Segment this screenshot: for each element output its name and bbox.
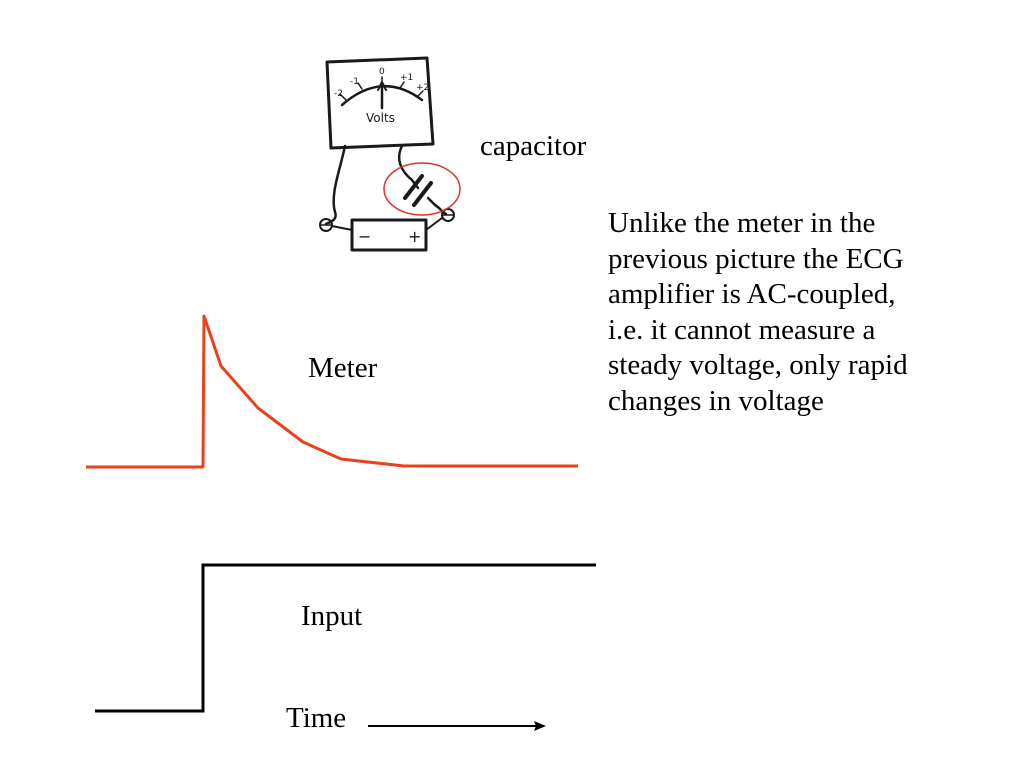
svg-text:+2: +2 — [416, 83, 429, 93]
battery-plus: + — [408, 227, 421, 246]
capacitor-highlight-circle — [383, 162, 461, 216]
description-text: Unlike the meter in the previous picture… — [608, 206, 1018, 419]
left-wire — [324, 144, 347, 226]
battery-minus: − — [358, 227, 371, 246]
capacitor-plate-2 — [412, 181, 433, 207]
description-line: i.e. it cannot measure a — [608, 313, 876, 346]
description-line: previous picture the ECG — [608, 242, 904, 275]
capacitor-plate-1 — [403, 174, 424, 200]
meter-label: Meter — [308, 352, 378, 384]
time-arrow — [368, 721, 546, 731]
voltmeter-circuit-sketch — [319, 56, 455, 252]
dial-text: Volts — [366, 111, 395, 125]
meter-trace — [86, 314, 578, 469]
sketch-text: Volts -2 -1 0 +1 +2 − + — [334, 67, 429, 246]
meter-box — [325, 56, 435, 150]
input-step-trace — [95, 563, 596, 713]
capacitor-label: capacitor — [480, 130, 587, 162]
input-label: Input — [301, 600, 363, 632]
time-label: Time — [286, 702, 347, 734]
description-line: changes in voltage — [608, 384, 824, 417]
svg-text:-2: -2 — [334, 89, 343, 99]
svg-text:0: 0 — [379, 67, 385, 77]
battery — [350, 218, 428, 252]
description-line: amplifier is AC-coupled, — [608, 278, 896, 310]
description-line: Unlike the meter in the — [608, 207, 876, 239]
description-line: steady voltage, only rapid — [608, 349, 908, 381]
svg-text:+1: +1 — [400, 73, 413, 83]
svg-text:-1: -1 — [350, 77, 359, 87]
